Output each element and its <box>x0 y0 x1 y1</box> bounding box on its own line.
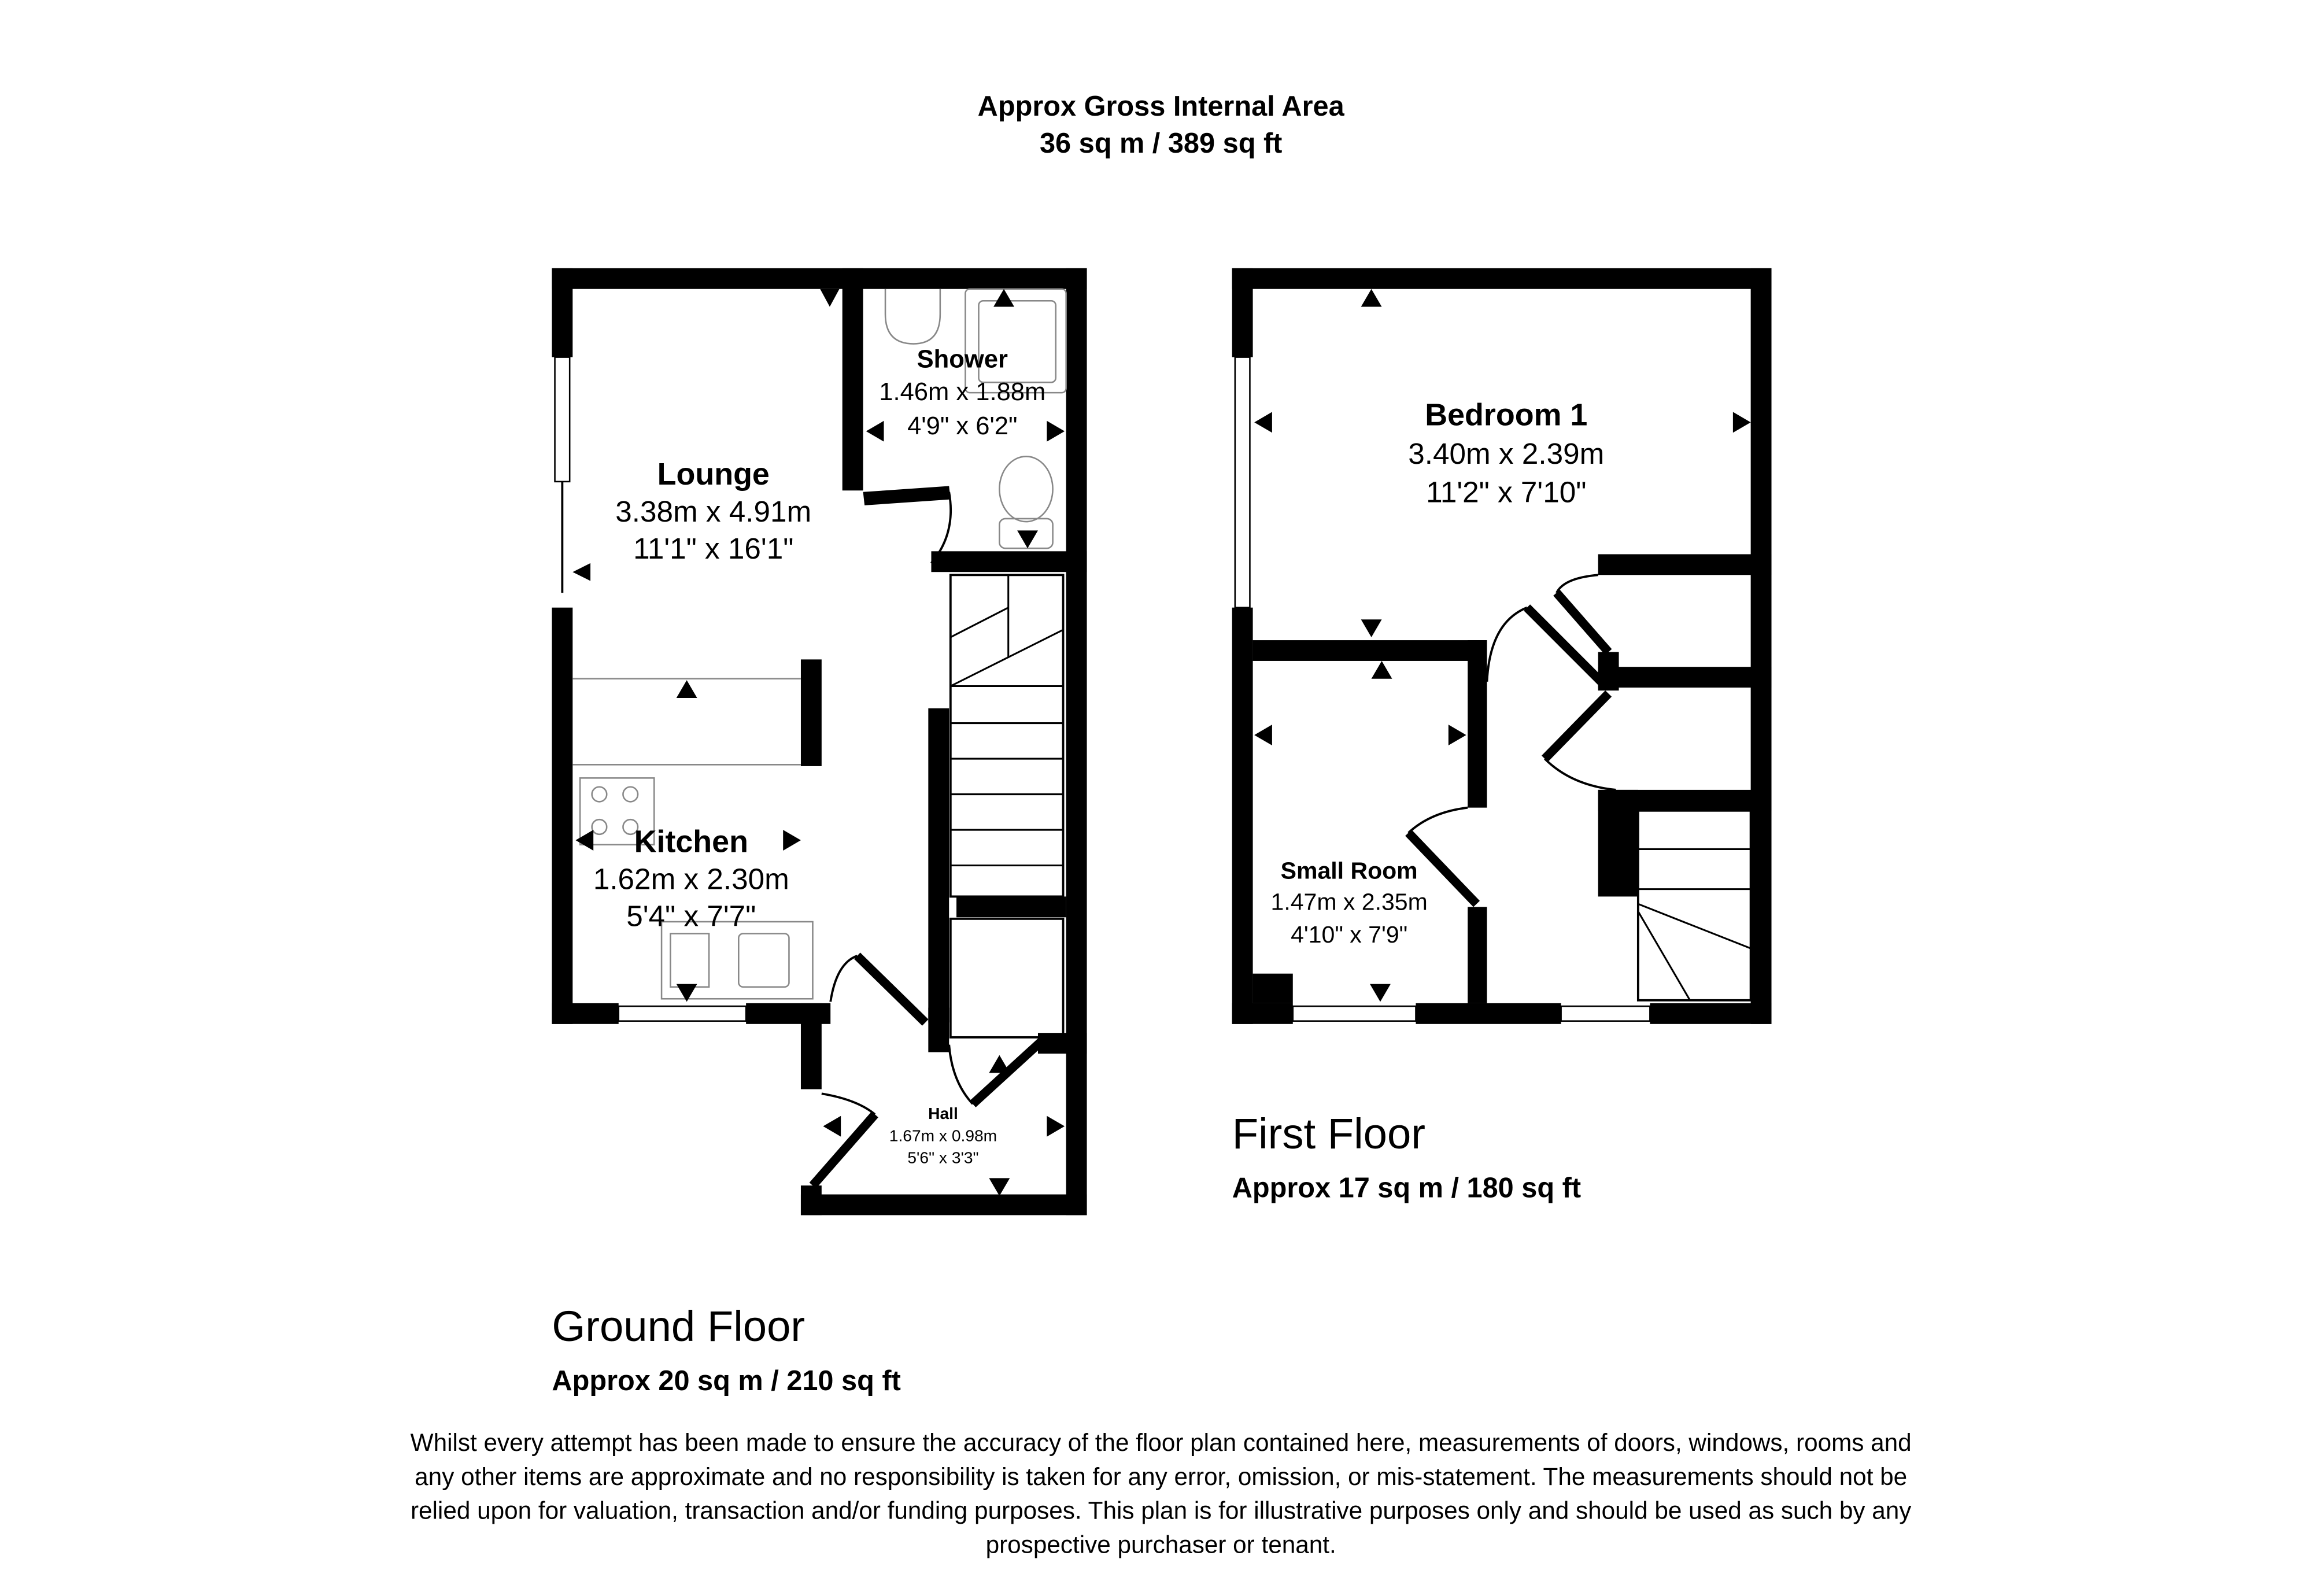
room-imperial-kitchen: 5'4" x 7'7" <box>626 900 756 933</box>
disclaimer-line: Whilst every attempt has been made to en… <box>411 1429 1912 1456</box>
room-metric-hall: 1.67m x 0.98m <box>889 1126 997 1144</box>
window <box>554 356 571 483</box>
room-metric-shower: 1.46m x 1.88m <box>879 378 1045 406</box>
ground-floor-area: Approx 20 sq m / 210 sq ft <box>552 1365 900 1396</box>
room-imperial-small-room: 4'10" x 7'9" <box>1291 921 1407 948</box>
room-imperial-shower: 4'9" x 6'2" <box>907 412 1017 440</box>
ground-floor-label: Ground Floor <box>552 1302 805 1350</box>
first-floor-label: First Floor <box>1232 1110 1425 1158</box>
room-metric-kitchen: 1.62m x 2.30m <box>593 863 789 896</box>
ground-floor-plan: Lounge 3.38m x 4.91m 11'1" x 16'1" Showe… <box>552 268 1087 1216</box>
room-name-small-room: Small Room <box>1281 858 1418 884</box>
disclaimer-line: prospective purchaser or tenant. <box>986 1531 1336 1558</box>
header-title: Approx Gross Internal Area <box>978 91 1345 122</box>
disclaimer-line: any other items are approximate and no r… <box>415 1463 1907 1490</box>
header-total-area: 36 sq m / 389 sq ft <box>1040 128 1282 159</box>
room-name-shower: Shower <box>917 346 1008 374</box>
room-name-kitchen: Kitchen <box>634 825 748 859</box>
room-name-hall: Hall <box>928 1104 958 1122</box>
room-metric-lounge: 3.38m x 4.91m <box>615 495 811 528</box>
room-metric-small-room: 1.47m x 2.35m <box>1271 888 1428 915</box>
room-imperial-lounge: 11'1" x 16'1" <box>633 532 793 565</box>
first-floor-plan: Bedroom 1 3.40m x 2.39m 11'2" x 7'10" Sm… <box>1232 268 1772 1024</box>
room-imperial-hall: 5'6" x 3'3" <box>907 1148 978 1167</box>
window <box>1234 356 1251 608</box>
window <box>618 1005 747 1022</box>
disclaimer-line: relied upon for valuation, transaction a… <box>411 1497 1912 1524</box>
window <box>1560 1005 1651 1022</box>
room-name-bedroom-1: Bedroom 1 <box>1425 397 1587 432</box>
room-imperial-bedroom-1: 11'2" x 7'10" <box>1426 476 1586 509</box>
room-metric-bedroom-1: 3.40m x 2.39m <box>1408 437 1604 470</box>
first-floor-area: Approx 17 sq m / 180 sq ft <box>1232 1173 1581 1204</box>
window <box>1292 1005 1417 1022</box>
room-name-lounge: Lounge <box>657 457 770 492</box>
